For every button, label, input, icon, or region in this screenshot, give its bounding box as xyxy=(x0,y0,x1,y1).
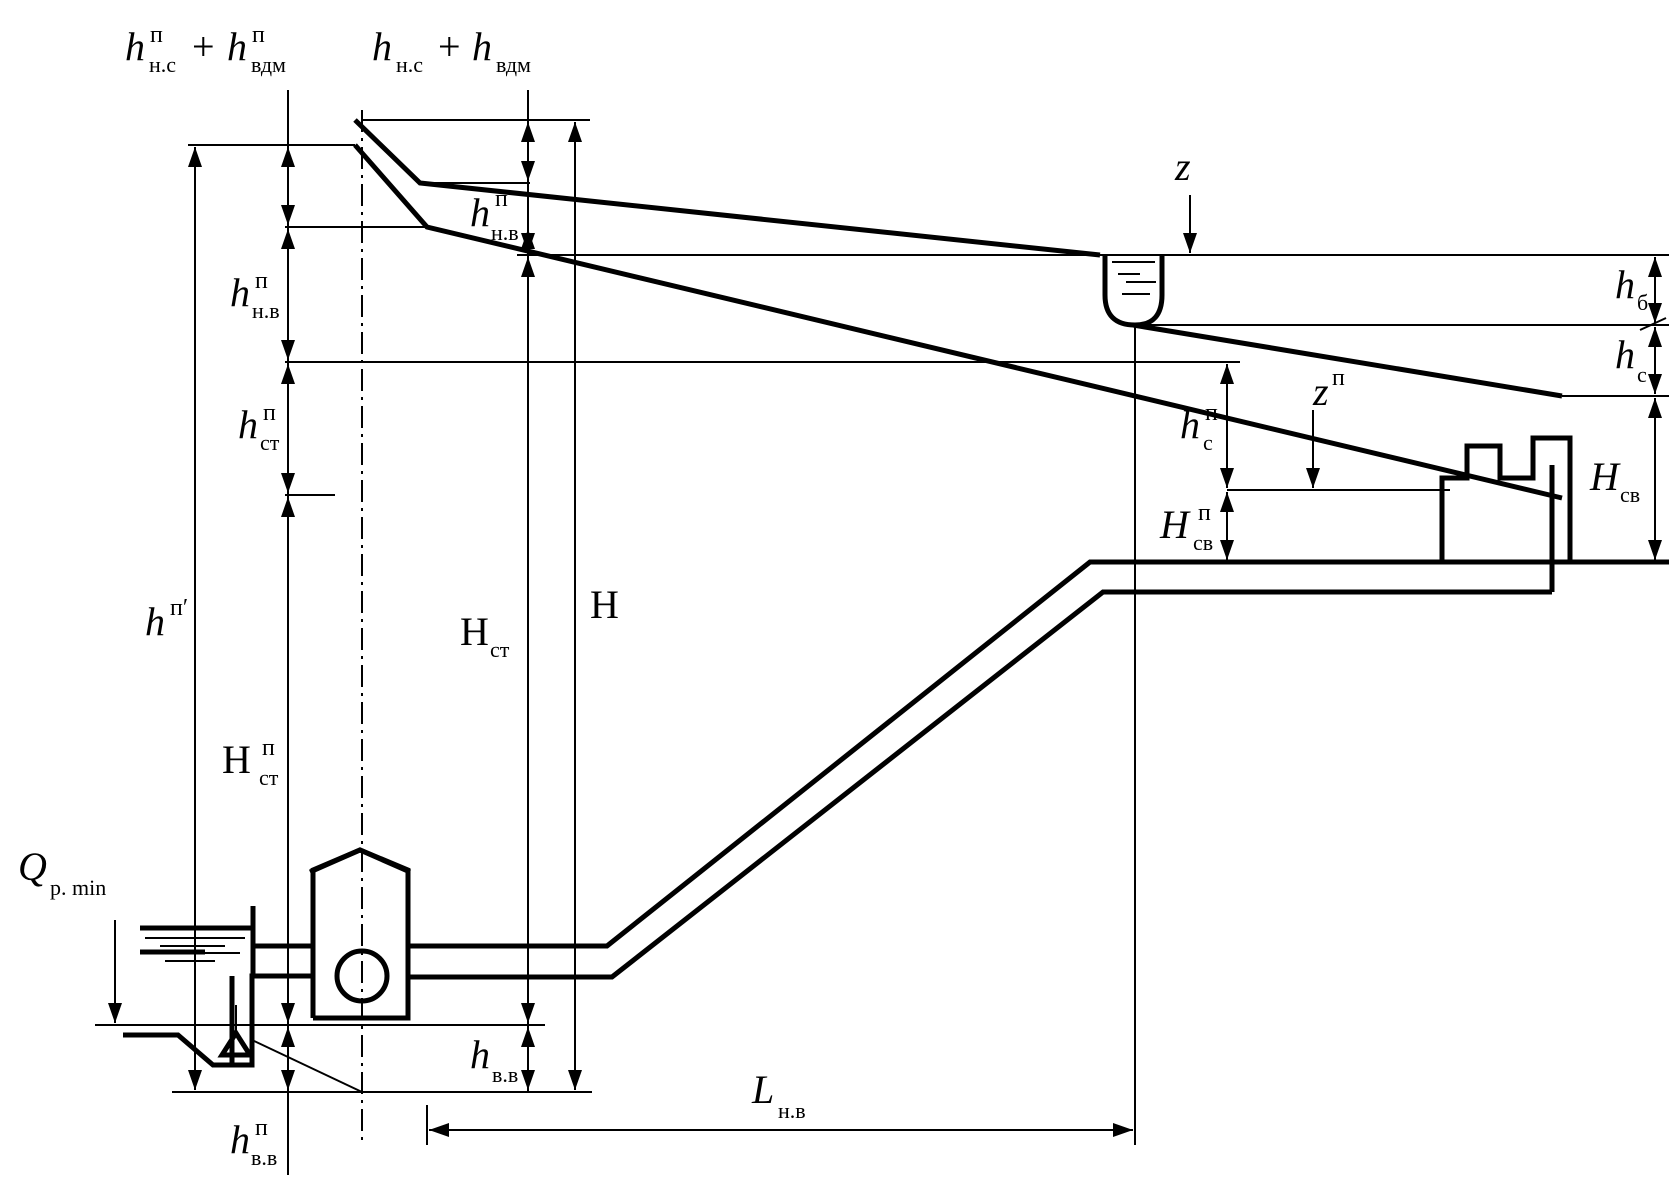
svg-text:L: L xyxy=(751,1067,774,1112)
svg-text:h: h xyxy=(230,1117,250,1162)
svg-text:вдм: вдм xyxy=(496,52,531,77)
svg-text:ст: ст xyxy=(259,765,279,790)
svg-text:+: + xyxy=(438,24,461,69)
labels: h п н.с + h п вдм h н.с + h вдм h п н.в … xyxy=(18,22,1648,1170)
label-top-right-head: h н.с + h вдм xyxy=(372,24,531,77)
svg-text:z: z xyxy=(1312,369,1329,414)
svg-text:п: п xyxy=(255,1115,268,1141)
svg-text:п: п xyxy=(263,400,276,426)
svg-text:h: h xyxy=(470,190,490,235)
svg-text:h: h xyxy=(470,1032,490,1077)
label-top-left-head: h п н.с + h п вдм xyxy=(125,22,286,77)
svg-text:п: п xyxy=(252,22,265,48)
label-h-b: h б xyxy=(1615,262,1648,315)
svg-text:св: св xyxy=(1193,530,1213,555)
tower-tank-icon xyxy=(1102,255,1165,328)
svg-text:р. min: р. min xyxy=(50,875,106,900)
pipeline-lower xyxy=(410,589,1552,980)
svg-text:п: п xyxy=(495,186,508,212)
pump-station-icon xyxy=(123,847,413,1068)
label-L-nv: L н.в xyxy=(751,1067,806,1123)
svg-text:h: h xyxy=(227,24,247,69)
svg-text:н.в: н.в xyxy=(491,220,519,245)
svg-text:H: H xyxy=(590,582,619,627)
label-h-nv-pipe: h п н.в xyxy=(470,186,519,245)
building-icon xyxy=(1439,435,1573,592)
svg-text:н.в: н.в xyxy=(778,1098,806,1123)
svg-text:ст: ст xyxy=(490,637,510,662)
svg-text:св: св xyxy=(1620,482,1640,507)
label-z: z xyxy=(1174,144,1191,189)
label-h-nv-left: h п н.в xyxy=(230,268,280,323)
svg-text:H: H xyxy=(460,609,489,654)
reference-lines xyxy=(95,119,1669,1093)
svg-text:h: h xyxy=(230,270,250,315)
piezometric-lines xyxy=(353,118,1563,501)
svg-text:H: H xyxy=(1159,502,1191,547)
svg-text:б: б xyxy=(1637,290,1648,315)
svg-text:H: H xyxy=(1589,454,1621,499)
triangle-icon xyxy=(217,1028,255,1058)
svg-text:п: п xyxy=(1205,400,1218,426)
svg-text:в.в: в.в xyxy=(492,1062,518,1087)
svg-text:н.с: н.с xyxy=(396,52,423,77)
svg-text:h: h xyxy=(125,24,145,69)
svg-text:п: п xyxy=(1198,500,1211,526)
label-h-c-p: h п с xyxy=(1180,400,1218,455)
svg-text:h: h xyxy=(1180,402,1200,447)
svg-text:h: h xyxy=(238,402,258,447)
svg-text:h: h xyxy=(1615,262,1635,307)
svg-text:Q: Q xyxy=(18,844,47,889)
svg-text:с: с xyxy=(1637,362,1647,387)
piezo-line-tower-to-network xyxy=(1132,322,1563,399)
svg-text:h: h xyxy=(472,24,492,69)
svg-text:н.с: н.с xyxy=(149,52,176,77)
svg-text:п: п xyxy=(150,22,163,48)
piezo-line-fire xyxy=(353,143,1563,501)
svg-text:п′: п′ xyxy=(170,595,188,621)
label-H-st-p: H п ст xyxy=(222,735,279,790)
svg-text:с: с xyxy=(1203,430,1213,455)
label-z-p: z п xyxy=(1312,365,1345,414)
label-h-c: h с xyxy=(1615,332,1647,387)
svg-text:h: h xyxy=(145,599,165,644)
svg-text:н.в: н.в xyxy=(252,298,280,323)
label-H-st: H ст xyxy=(460,609,510,662)
svg-text:h: h xyxy=(372,24,392,69)
svg-text:в.в: в.в xyxy=(251,1145,277,1170)
dimension-lines xyxy=(108,90,1667,1175)
svg-text:H: H xyxy=(222,737,251,782)
label-h-vv: h в.в xyxy=(470,1032,518,1087)
svg-text:вдм: вдм xyxy=(251,52,286,77)
svg-text:п: п xyxy=(255,268,268,294)
svg-text:h: h xyxy=(1615,332,1635,377)
label-h-vv-p: h п в.в xyxy=(230,1115,277,1170)
svg-text:ст: ст xyxy=(260,430,280,455)
svg-text:п: п xyxy=(1332,365,1345,391)
label-Q-min: Q р. min xyxy=(18,844,106,900)
svg-text:+: + xyxy=(192,24,215,69)
label-h-p-prime: h п′ xyxy=(145,595,188,644)
svg-text:z: z xyxy=(1174,144,1191,189)
label-H-sv-p: H п св xyxy=(1159,500,1213,555)
label-H-sv: H св xyxy=(1589,454,1640,507)
svg-text:п: п xyxy=(262,735,275,761)
label-H: H xyxy=(590,582,619,627)
label-h-st-p: h п ст xyxy=(238,400,280,455)
